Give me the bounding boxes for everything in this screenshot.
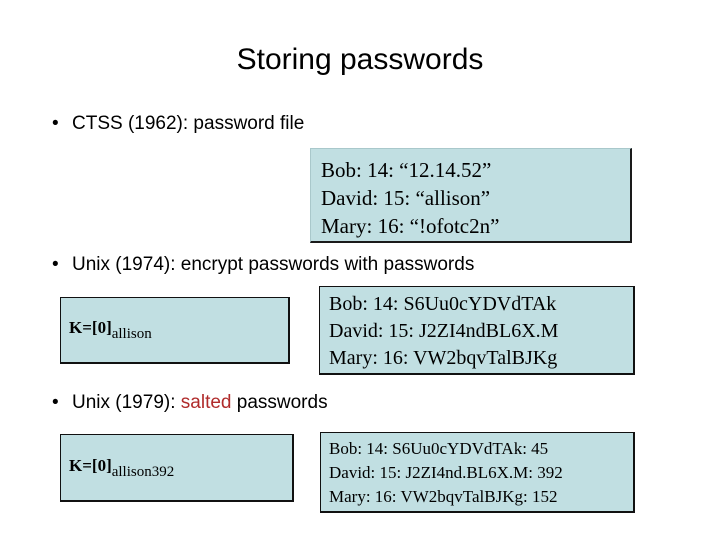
key-expression-salted: K=[0]allison392 [69,456,175,480]
bullet-item-unix-1979: • Unix (1979): salted passwords [52,391,328,415]
bullet-marker-icon: • [52,254,59,275]
bullet-item-unix-1974: • Unix (1974): encrypt passwords with pa… [52,253,474,277]
password-file-hashed-row: Bob: 14: S6Uu0cYDVdTAk [329,293,557,315]
bullet-text-unix-1979: Unix (1979): salted passwords [72,391,328,415]
page-title: Storing passwords [236,43,484,76]
bullet-text-unix-1974: Unix (1974): encrypt passwords with pass… [72,254,475,275]
key-expression-unsalted: K=[0]allison [69,318,152,342]
bullet-item-ctss: • CTSS (1962): password file [52,112,304,136]
bullet-text-suffix: passwords [231,392,328,413]
password-file-hashed-row: Mary: 16: VW2bqvTalBJKg [329,347,558,369]
password-file-hashed-row: David: 15: J2ZI4ndBL6X.M [329,320,559,342]
password-file-salted-row: Mary: 16: VW2bqvTalBJKg: 152 [329,487,558,506]
password-file-plaintext-box: Bob: 14: “12.14.52” David: 15: “allison”… [310,148,632,243]
key-expression-subscript: allison392 [111,464,175,480]
password-file-salted-row: David: 15: J2ZI4nd.BL6X.M: 392 [329,463,563,482]
password-file-plaintext-row: Bob: 14: “12.14.52” [321,158,492,182]
key-expression-main: K=[0] [69,318,112,337]
bullet-text-prefix: Unix (1979): [72,392,181,413]
key-expression-subscript: allison [111,326,152,342]
bullet-marker-icon: • [52,392,59,413]
password-file-hashed-box: Bob: 14: S6Uu0cYDVdTAk David: 15: J2ZI4n… [319,286,635,375]
password-file-salted-box: Bob: 14: S6Uu0cYDVdTAk: 45 David: 15: J2… [320,432,635,513]
bullet-marker-icon: • [52,113,59,134]
key-expression-main: K=[0] [69,456,112,475]
bullet-text-highlight-salted: salted [180,392,232,413]
password-file-plaintext-row: David: 15: “allison” [321,186,491,210]
password-file-plaintext-row: Mary: 16: “!ofotc2n” [321,214,500,238]
password-file-salted-row: Bob: 14: S6Uu0cYDVdTAk: 45 [329,439,549,458]
bullet-text-ctss: CTSS (1962): password file [72,113,305,134]
key-expression-unsalted-box: K=[0]allison [60,297,290,364]
key-expression-salted-box: K=[0]allison392 [60,434,294,502]
